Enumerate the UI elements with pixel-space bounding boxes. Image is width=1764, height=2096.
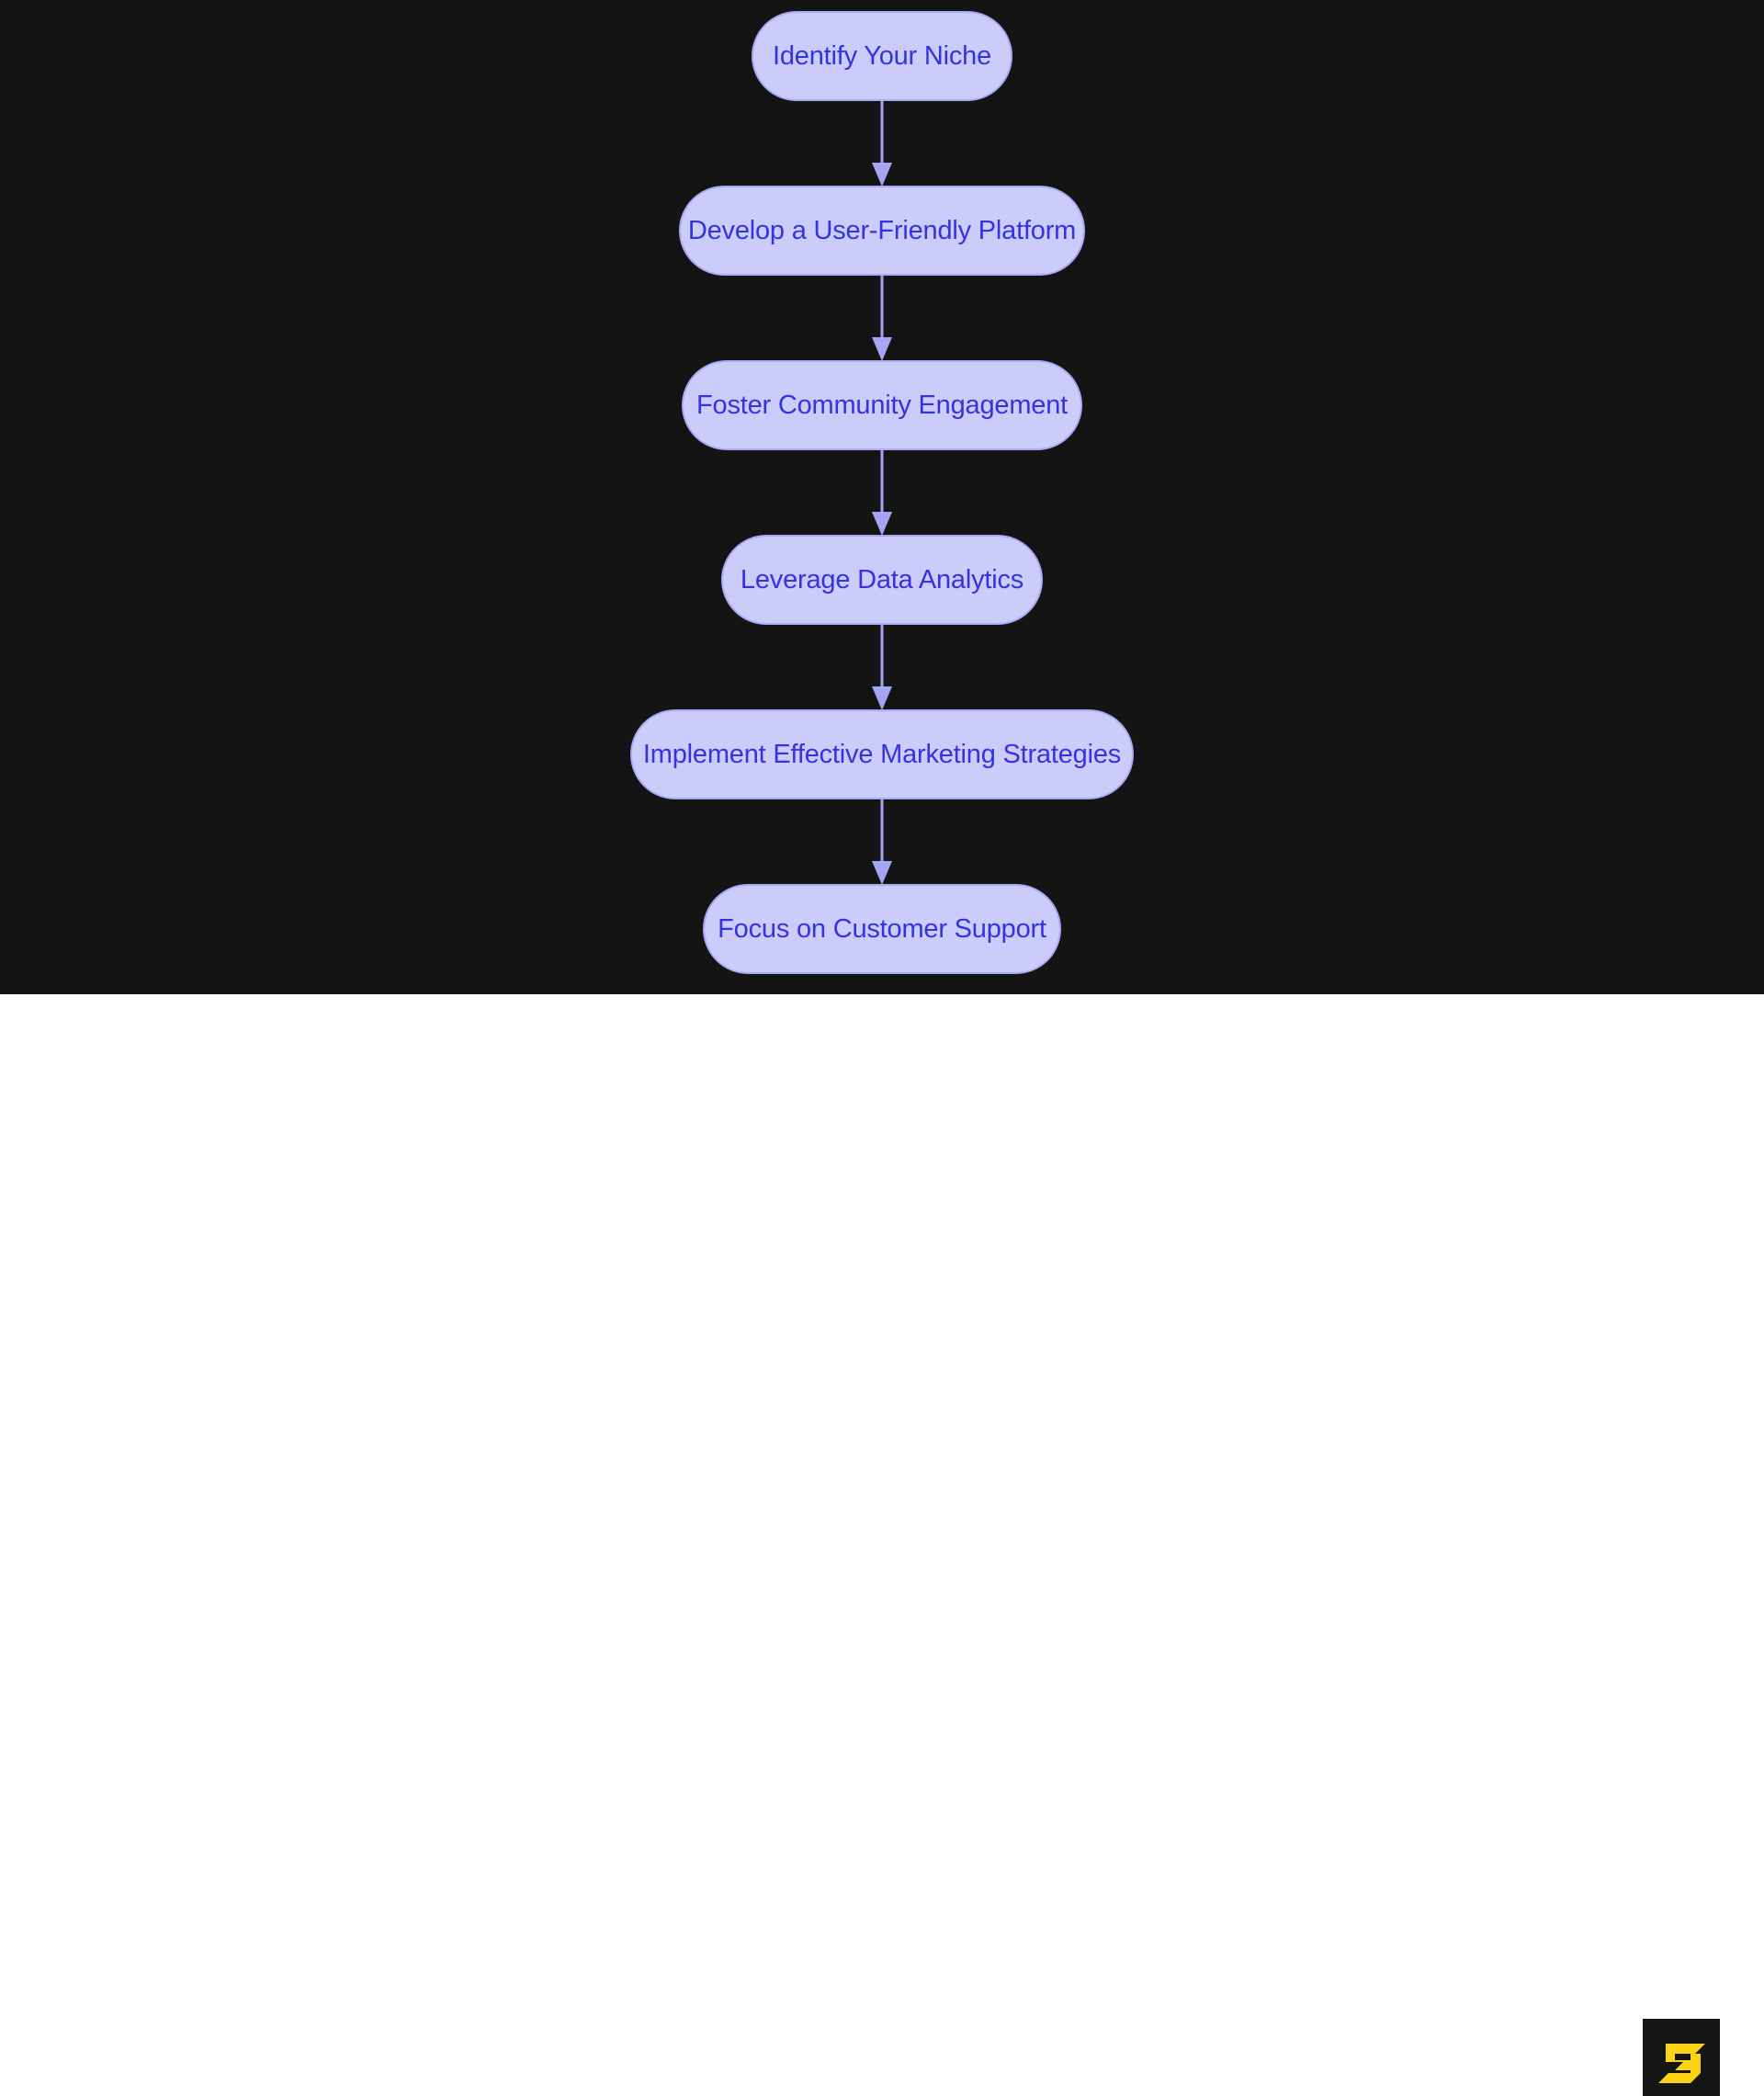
- flowchart-node-label: Identify Your Niche: [772, 40, 992, 71]
- footer-bar: [0, 994, 1764, 2096]
- flowchart-node-label: Foster Community Engagement: [696, 390, 1068, 420]
- flowchart-node-label: Implement Effective Marketing Strategies: [642, 739, 1122, 769]
- flowchart-edges-layer: [872, 101, 892, 885]
- flowchart-edge-arrowhead-4: [872, 686, 892, 710]
- flowchart-node-4[interactable]: Leverage Data Analytics: [721, 535, 1043, 625]
- flowchart-edge-arrowhead-2: [872, 337, 892, 361]
- flowchart-node-label: Focus on Customer Support: [718, 913, 1046, 944]
- flowchart-edge-arrowhead-3: [872, 512, 892, 536]
- flowchart-node-6[interactable]: Focus on Customer Support: [703, 884, 1061, 974]
- flowchart-node-label: Leverage Data Analytics: [740, 564, 1024, 595]
- brand-logo-icon: [1643, 2019, 1720, 2096]
- flowchart-node-5[interactable]: Implement Effective Marketing Strategies: [630, 709, 1134, 799]
- flowchart-edge-arrowhead-1: [872, 163, 892, 187]
- flowchart-edge-arrowhead-5: [872, 861, 892, 885]
- flowchart-node-label: Develop a User-Friendly Platform: [687, 215, 1077, 245]
- flowchart-node-3[interactable]: Foster Community Engagement: [682, 360, 1082, 450]
- flowchart-node-2[interactable]: Develop a User-Friendly Platform: [679, 186, 1085, 276]
- flowchart-node-1[interactable]: Identify Your Niche: [752, 11, 1012, 101]
